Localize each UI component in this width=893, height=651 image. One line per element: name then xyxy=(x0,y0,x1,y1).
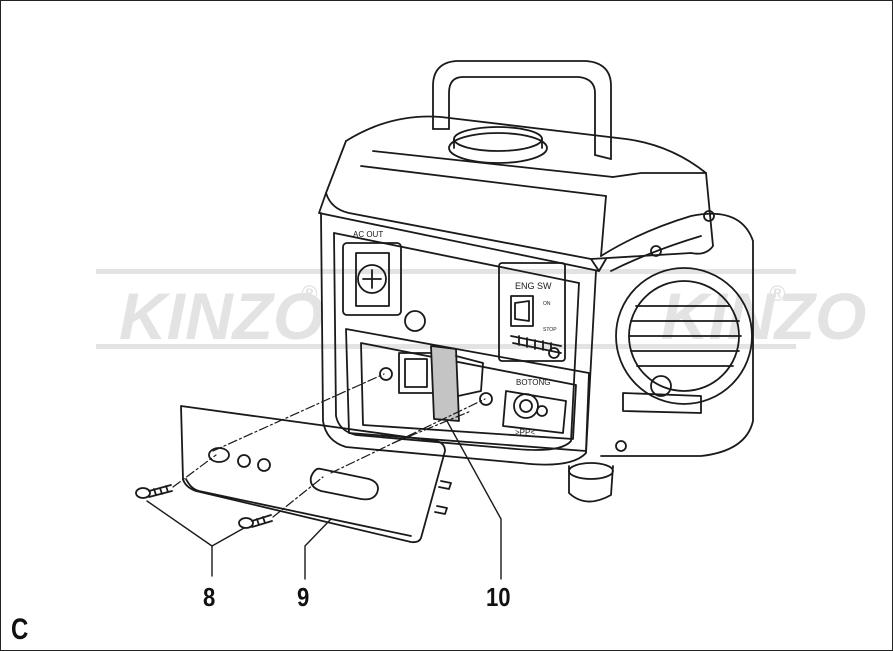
part-9-cover-plate xyxy=(180,405,452,544)
start-lever xyxy=(622,375,702,414)
botong-label: BOTONG xyxy=(516,378,551,387)
watermark: KINZO ® KINZO ® xyxy=(96,269,866,353)
ac-out-label: AC OUT xyxy=(353,230,383,239)
part-8-screws xyxy=(135,484,273,529)
generator-body xyxy=(320,210,754,503)
watermark-brand-left: KINZO xyxy=(119,279,324,353)
callout-8: 8 xyxy=(203,582,216,612)
callout-10: 10 xyxy=(486,582,511,612)
fuse-compartment: BOTONG >PP< xyxy=(345,328,590,452)
watermark-reg-left: ® xyxy=(301,281,318,306)
stop-label: STOP xyxy=(543,327,557,333)
engine-switch-panel: ENG SW ON STOP xyxy=(498,262,566,362)
panel-letter: C xyxy=(11,613,29,646)
watermark-reg-right: ® xyxy=(769,281,786,306)
part-10-bracket xyxy=(430,345,484,422)
top-cover xyxy=(318,115,714,272)
handle xyxy=(432,60,612,160)
fuel-cap xyxy=(448,126,548,164)
ac-outlet: AC OUT xyxy=(342,230,426,332)
callout-9: 9 xyxy=(297,582,310,612)
assembly-lines xyxy=(172,373,486,518)
leader-lines xyxy=(146,420,502,580)
pp-mark-label: >PP< xyxy=(515,428,535,437)
watermark-brand-right: KINZO xyxy=(661,279,866,353)
eng-sw-label: ENG SW xyxy=(515,281,552,291)
on-label: ON xyxy=(543,301,551,307)
